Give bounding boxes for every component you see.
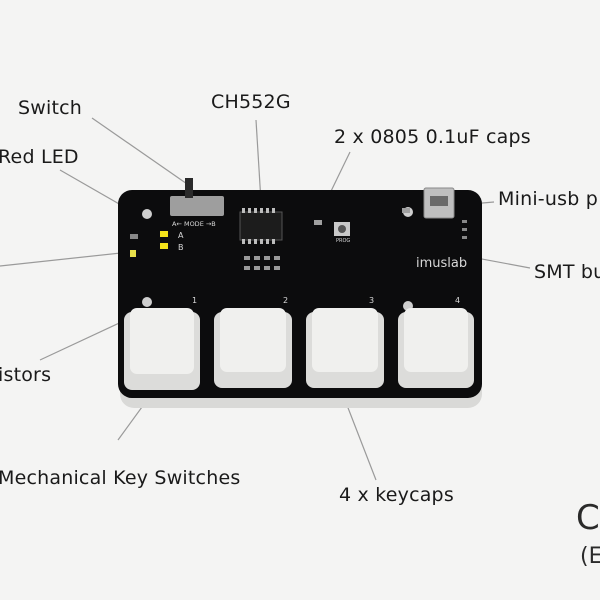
label-ch552g: CH552G [211,91,291,113]
pcb [118,190,482,398]
mounting-hole-icon [142,209,152,219]
silk-key-3: 3 [369,296,374,305]
led-a [160,231,168,237]
label-red-led: Red LED [0,146,79,168]
smd-part [130,234,138,239]
silk-led-a: A [178,231,184,240]
silk-key-1: 1 [192,296,197,305]
silk-key-4: 4 [455,296,460,305]
label-key-switches: Mechanical Key Switches [0,467,241,489]
keycap-3 [312,308,378,372]
silk-mode-label: A← MODE →B [172,220,216,228]
label-switch: Switch [18,97,83,119]
led-b [160,243,168,249]
label-smt-button: SMT bu [534,261,600,283]
label-caps: 2 x 0805 0.1uF caps [334,126,531,148]
silk-prog: PROG [336,238,350,244]
silk-led-b: B [178,243,184,252]
cap-2 [402,208,410,213]
usb-pads [462,220,467,239]
corner-subtitle-fragment: (E [580,544,600,569]
cap-1 [314,220,322,225]
label-resistors: istors [0,364,52,386]
keycap-1 [130,308,194,374]
ch552g-chip [239,211,283,241]
label-keycaps: 4 x keycaps [339,484,454,506]
corner-title-fragment: C [576,498,600,538]
slide-switch-knob [185,178,193,198]
keycaps [124,308,474,390]
power-led [130,250,136,257]
keycap-4 [404,308,468,372]
silk-brand: imuslab [416,256,467,271]
silk-key-2: 2 [283,296,288,305]
mini-usb-opening [430,196,448,206]
leader-switch [91,117,191,187]
label-mini-usb: Mini-usb p [498,188,598,210]
chip-pins [242,208,275,244]
smt-button-icon [338,225,346,233]
slide-switch-body [170,196,224,216]
resistor-array [244,256,280,270]
keycap-2 [220,308,286,372]
mounting-hole-icon [142,297,152,307]
leader-left-edge [0,251,131,267]
